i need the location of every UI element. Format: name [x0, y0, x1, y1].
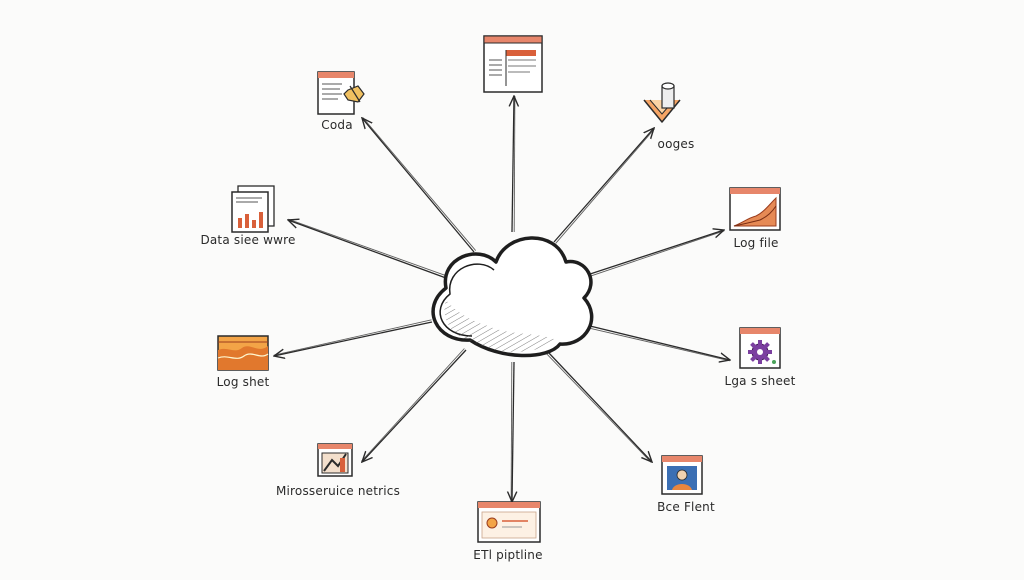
bar-report-icon	[231, 185, 275, 233]
arrow-logs	[274, 321, 433, 356]
pipeline-window-icon	[477, 501, 541, 543]
arrow-dsw	[288, 220, 447, 279]
arrow-etl	[512, 361, 514, 502]
arrow-bce-stroke	[546, 353, 652, 463]
arrow-ooges	[553, 128, 654, 243]
node-label-data-siee-wwre: Data siee wwre	[200, 233, 296, 247]
arrow-lgas-stroke	[589, 327, 730, 362]
funnel-icon	[643, 82, 681, 123]
arrow-etl-stroke	[510, 361, 513, 502]
area-chart-window-icon	[729, 187, 781, 231]
arrow-micro	[362, 349, 467, 462]
node-label-log-file: Log file	[733, 236, 779, 250]
cloud-icon	[431, 236, 594, 358]
arrow-coda	[362, 118, 475, 253]
node-label-bce-flent: Bce Flent	[657, 500, 715, 514]
arrow-coda-stroke	[362, 117, 477, 251]
arrow-bce	[547, 351, 652, 462]
orange-chart-icon	[217, 335, 269, 371]
node-label-lga-s-sheet: Lga s sheet	[724, 374, 796, 388]
arrow-lgas	[589, 325, 730, 360]
arrow-dsw-stroke	[288, 218, 447, 277]
node-label-microservice-metrics: Mirosseruice netrics	[275, 484, 401, 498]
node-label-etl-pipeline: ETl piptline	[473, 548, 543, 562]
node-label-coda: Coda	[321, 118, 353, 132]
icons-group	[217, 35, 781, 543]
node-label-ooges: ooges	[657, 137, 695, 151]
arrows-group	[274, 96, 730, 502]
arrow-top	[512, 96, 514, 233]
arrow-top-stroke	[513, 96, 516, 233]
arrow-ooges-stroke	[555, 128, 656, 244]
metrics-chart-icon	[317, 443, 353, 477]
user-window-icon	[661, 455, 703, 495]
node-label-log-shet: Log shet	[216, 375, 270, 389]
arrow-logf-stroke	[584, 230, 725, 279]
arrow-logf	[583, 230, 724, 277]
arrow-micro-stroke	[361, 348, 465, 462]
dashboard-window-icon	[483, 35, 543, 93]
document-with-cursor-icon	[317, 71, 365, 115]
gear-window-icon	[739, 327, 781, 369]
arrow-logs-stroke	[273, 319, 432, 356]
